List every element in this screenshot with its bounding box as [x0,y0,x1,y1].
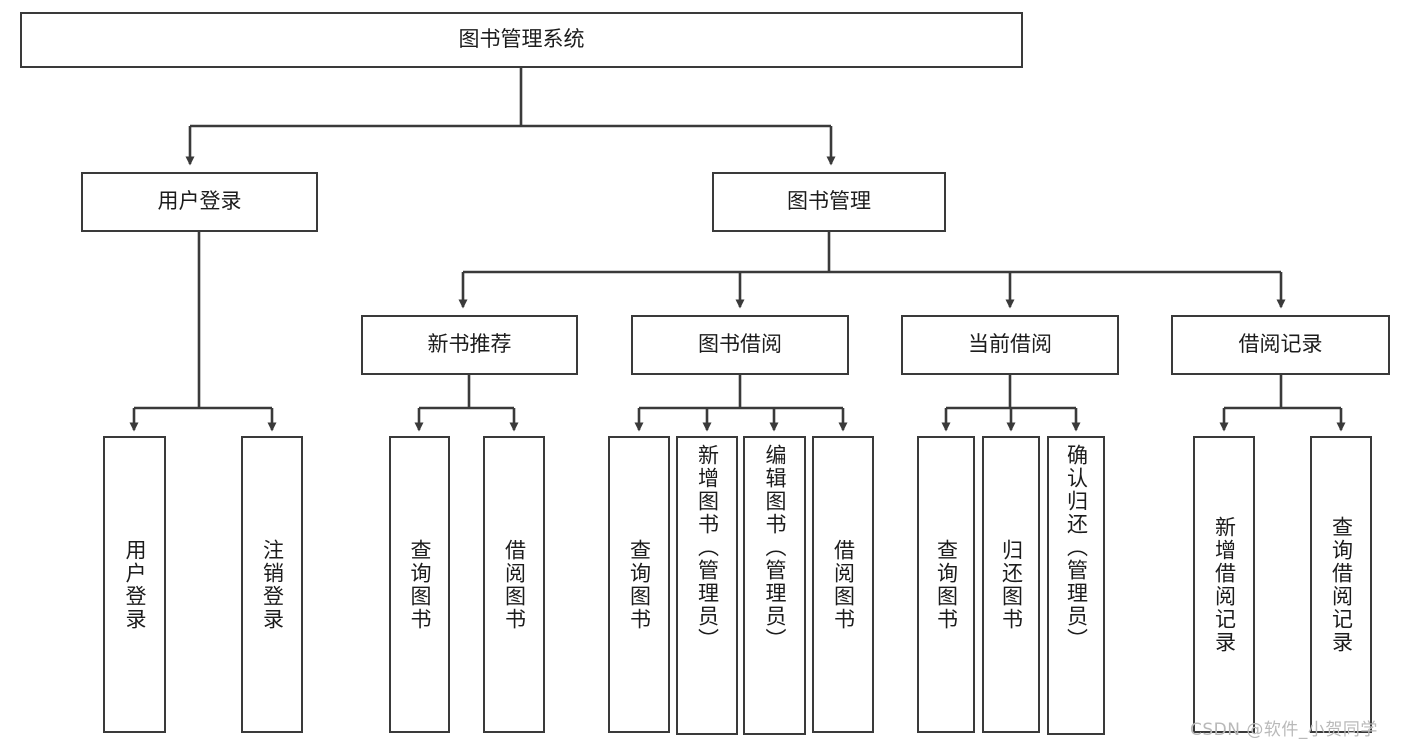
node-current-borrow[interactable]: 当前借阅 [901,315,1119,375]
leaf-current-return-book-label: 归还图书 [999,538,1024,631]
leaf-borrow-query-book-label: 查询图书 [627,538,652,631]
leaf-record-query-record[interactable]: 查询借阅记录 [1310,436,1372,733]
leaf-current-query-book[interactable]: 查询图书 [917,436,975,733]
node-root-label: 图书管理系统 [458,27,585,52]
leaf-borrow-edit-book-admin-label: 编辑图书（管理员） [763,444,787,651]
node-new-book-recommend[interactable]: 新书推荐 [361,315,578,375]
leaf-borrow-borrow-book[interactable]: 借阅图书 [812,436,874,733]
node-user-login[interactable]: 用户登录 [81,172,318,232]
leaf-user-login-login[interactable]: 用户登录 [103,436,166,733]
leaf-current-query-book-label: 查询图书 [934,538,959,631]
leaf-record-query-record-label: 查询借阅记录 [1329,515,1354,654]
node-book-management[interactable]: 图书管理 [712,172,946,232]
node-new-book-recommend-label: 新书推荐 [427,332,512,357]
leaf-recommend-borrow-book-label: 借阅图书 [502,538,527,631]
leaf-borrow-query-book[interactable]: 查询图书 [608,436,670,733]
leaf-user-login-login-label: 用户登录 [123,538,147,631]
node-book-borrow-label: 图书借阅 [698,332,782,357]
leaf-borrow-add-book-admin[interactable]: 新增图书（管理员） [676,436,738,735]
node-root[interactable]: 图书管理系统 [20,12,1023,68]
leaf-borrow-edit-book-admin[interactable]: 编辑图书（管理员） [743,436,806,735]
node-book-borrow[interactable]: 图书借阅 [631,315,849,375]
leaf-recommend-query-book-label: 查询图书 [408,538,432,631]
leaf-current-confirm-return-admin-label: 确认归还（管理员） [1064,444,1089,651]
leaf-recommend-borrow-book[interactable]: 借阅图书 [483,436,545,733]
leaf-current-confirm-return-admin[interactable]: 确认归还（管理员） [1047,436,1105,735]
leaf-borrow-add-book-admin-label: 新增图书（管理员） [695,444,720,651]
leaf-borrow-borrow-book-label: 借阅图书 [831,538,856,631]
csdn-watermark: CSDN @软件_小贺同学 [1190,720,1378,740]
node-borrow-record-label: 借阅记录 [1238,332,1323,357]
leaf-recommend-query-book[interactable]: 查询图书 [389,436,450,733]
node-book-management-label: 图书管理 [787,189,871,214]
leaf-current-return-book[interactable]: 归还图书 [982,436,1040,733]
node-current-borrow-label: 当前借阅 [968,332,1052,357]
node-borrow-record[interactable]: 借阅记录 [1171,315,1390,375]
leaf-user-login-logout[interactable]: 注销登录 [241,436,303,733]
node-user-login-label: 用户登录 [157,189,242,214]
leaf-record-add-record[interactable]: 新增借阅记录 [1193,436,1255,733]
leaf-user-login-logout-label: 注销登录 [260,538,285,631]
leaf-record-add-record-label: 新增借阅记录 [1212,515,1237,654]
